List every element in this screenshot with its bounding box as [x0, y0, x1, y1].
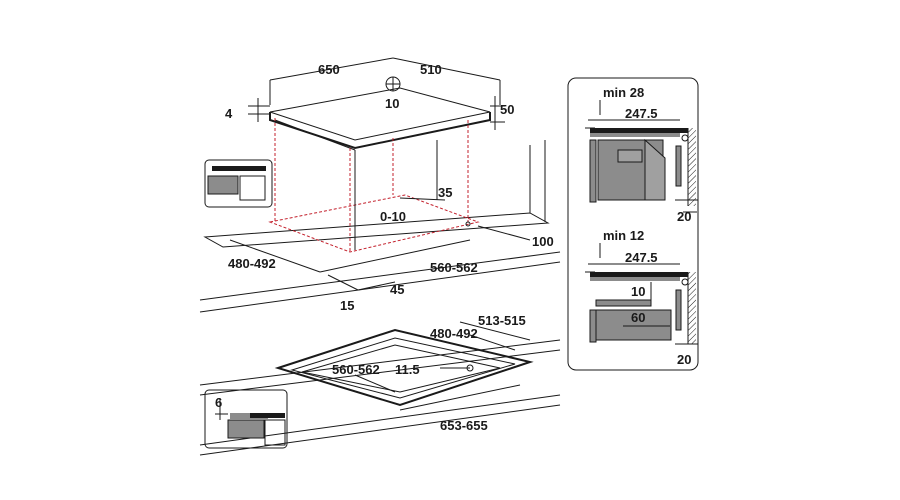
label-clearance: 0-10 [380, 209, 406, 224]
label-top-wall: 20 [677, 209, 691, 224]
label-radius: 11.5 [395, 362, 420, 377]
label-center: 10 [385, 96, 399, 111]
label-step: 6 [215, 395, 222, 410]
label-bottom-span: 247.5 [625, 250, 658, 265]
label-top-span: 247.5 [625, 106, 658, 121]
label-bottom-min: min 12 [603, 228, 644, 243]
label-bottom-wall: 20 [677, 352, 691, 367]
side-detail-panel [567, 77, 699, 371]
label-cutout-depth: 480-492 [228, 256, 276, 271]
label-top-min: min 28 [603, 85, 644, 100]
flush-cutout-view [199, 321, 561, 456]
label-rear: 35 [438, 185, 452, 200]
label-outer-depth: 513-515 [478, 313, 526, 328]
label-cutout-width: 560-562 [430, 260, 478, 275]
label-outer-width: 653-655 [440, 418, 488, 433]
label-front-margin: 45 [390, 282, 404, 297]
label-hob-depth: 510 [420, 62, 442, 77]
label-inner-depth: 480-492 [430, 326, 478, 341]
side-detail-oven [585, 100, 698, 213]
label-bottom-vent: 60 [631, 310, 645, 325]
step-detail-inset [204, 389, 288, 449]
side-detail-drawer [585, 243, 698, 345]
label-rear-margin: 100 [532, 234, 554, 249]
label-thickness: 4 [225, 106, 233, 121]
label-front-gap: 15 [340, 298, 354, 313]
label-height: 50 [500, 102, 514, 117]
label-bottom-gap: 10 [631, 284, 645, 299]
mounting-type-inset [204, 159, 273, 208]
hob-top-view [199, 57, 561, 313]
label-inner-width: 560-562 [332, 362, 380, 377]
label-hob-width: 650 [318, 62, 340, 77]
